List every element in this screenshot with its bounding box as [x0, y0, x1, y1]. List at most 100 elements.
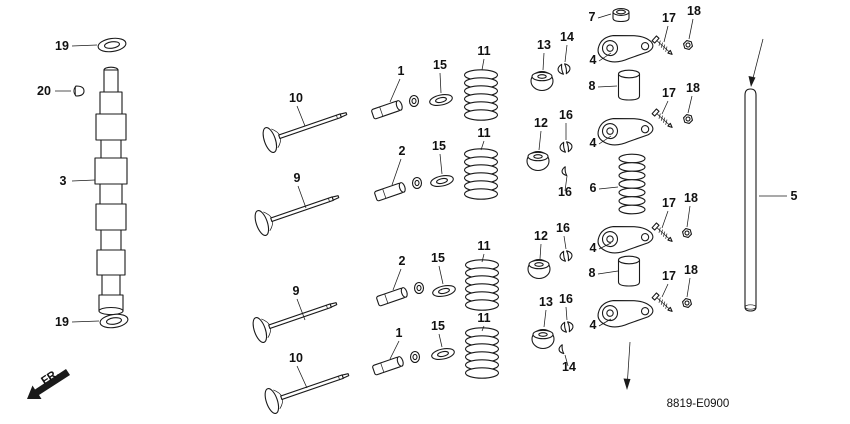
fr-direction-arrow — [27, 369, 70, 399]
part-label-spring-1: 11 — [477, 44, 490, 58]
guide-seal-2 — [411, 176, 423, 190]
part-label-seat-4: 15 — [431, 319, 445, 333]
part-label-guide-2: 2 — [399, 144, 406, 158]
valve-guide-4 — [371, 355, 405, 376]
pivot-cap — [612, 8, 630, 23]
guide-seal-1 — [408, 94, 420, 108]
part-label-retainer-4: 13 — [539, 295, 553, 309]
part-label-seat-1: 15 — [433, 58, 447, 72]
part-label-keeper-2b: 16 — [558, 185, 572, 199]
valve-guide-3 — [375, 286, 409, 307]
guide-seal-4 — [409, 350, 421, 364]
part-label-valve-3: 9 — [293, 284, 300, 298]
camshaft — [94, 66, 128, 316]
thrust-washer-bottom — [98, 312, 130, 330]
part-label-seat-3: 15 — [431, 251, 445, 265]
part-label-screw-2: 17 — [662, 86, 676, 100]
part-label-cap: 7 — [589, 10, 596, 24]
part-label-pivot-3: 8 — [589, 266, 596, 280]
rocker-arm-3 — [595, 220, 655, 256]
spring-seat-3 — [431, 283, 457, 299]
rocker-arm-4 — [595, 294, 655, 330]
part-label-valve-1: 10 — [289, 91, 303, 105]
adjusting-nut-1 — [681, 39, 695, 51]
part-label-screw-4: 17 — [662, 269, 676, 283]
adjusting-screw-3 — [651, 222, 675, 245]
valve-2 — [251, 183, 344, 238]
spring-retainer-1 — [530, 70, 554, 92]
part-label-keeper-1: 14 — [560, 30, 574, 44]
spring-seat-1 — [428, 92, 454, 108]
guide-seal-3 — [413, 281, 425, 295]
valve-spring-2 — [463, 148, 499, 200]
adjusting-screw-4 — [651, 292, 675, 315]
part-label-camshaft: 3 — [60, 174, 67, 188]
part-label-valve-4: 10 — [289, 351, 303, 365]
rocker-spring — [618, 153, 646, 215]
part-label-keeper-3: 16 — [556, 221, 570, 235]
leader-lines — [55, 13, 787, 389]
valve-keeper-1 — [556, 62, 572, 76]
part-label-washer-top: 19 — [55, 39, 69, 53]
part-label-spring-4: 11 — [477, 311, 490, 325]
valve-guide-2 — [373, 181, 407, 202]
sealing-plug — [73, 85, 85, 97]
part-label-nut-1: 18 — [687, 4, 701, 18]
valve-spring-1 — [463, 69, 499, 121]
part-label-rocker-3: 4 — [590, 241, 597, 255]
part-label-rocker-spring: 6 — [590, 181, 597, 195]
rocker-pivot-1 — [617, 69, 641, 101]
part-label-retainer-1: 13 — [537, 38, 551, 52]
part-label-washer-bottom: 19 — [55, 315, 69, 329]
adjusting-nut-4 — [680, 297, 694, 309]
valve-4 — [261, 361, 354, 416]
adjusting-nut-3 — [680, 227, 694, 239]
valve-1 — [259, 100, 352, 155]
spring-retainer-4 — [531, 328, 555, 350]
part-label-pivot-1: 8 — [589, 79, 596, 93]
valve-3 — [249, 290, 342, 345]
valve-keeper-2 — [558, 140, 574, 154]
part-label-nut-4: 18 — [684, 263, 698, 277]
part-label-nut-2: 18 — [686, 81, 700, 95]
part-label-guide-1: 1 — [398, 64, 405, 78]
valve-keeper-2b — [560, 166, 568, 177]
valve-keeper-4b — [557, 344, 565, 355]
valve-guide-1 — [370, 99, 404, 120]
part-label-seat-2: 15 — [432, 139, 446, 153]
part-label-guide-3: 2 — [399, 254, 406, 268]
spring-retainer-2 — [526, 150, 550, 172]
part-label-rocker-2: 4 — [590, 136, 597, 150]
part-label-retainer-3: 12 — [534, 229, 548, 243]
part-label-keeper-4a: 16 — [559, 292, 573, 306]
rocker-arm-1 — [595, 29, 655, 65]
part-label-screw-1: 17 — [662, 11, 676, 25]
rocker-pivot-3 — [617, 255, 641, 287]
part-label-rocker-4: 4 — [590, 318, 597, 332]
part-label-keeper-4b: 14 — [562, 360, 576, 374]
adjusting-nut-2 — [681, 113, 695, 125]
assembly-arrow-rod — [748, 38, 764, 87]
part-label-retainer-2: 12 — [534, 116, 548, 130]
rocker-arm-2 — [595, 112, 655, 148]
valve-keeper-4a — [559, 320, 575, 334]
rocker-shaft-rod — [744, 88, 757, 312]
valve-keeper-3 — [558, 249, 574, 263]
part-label-guide-4: 1 — [396, 326, 403, 340]
assembly-arrow-down — [623, 341, 631, 390]
part-label-keeper-2: 16 — [559, 108, 573, 122]
spring-seat-4 — [430, 346, 456, 362]
adjusting-screw-1 — [651, 35, 675, 58]
valve-spring-4 — [464, 327, 500, 379]
part-label-screw-3: 17 — [662, 196, 676, 210]
part-label-rocker-1: 4 — [590, 53, 597, 67]
spring-retainer-3 — [527, 258, 551, 280]
part-label-spring-2: 11 — [477, 126, 490, 140]
part-label-nut-3: 18 — [684, 191, 698, 205]
part-label-valve-2: 9 — [294, 171, 301, 185]
thrust-washer-top — [96, 36, 128, 54]
part-label-rod: 5 — [791, 189, 798, 203]
diagram-code: 8819-E0900 — [667, 398, 730, 410]
